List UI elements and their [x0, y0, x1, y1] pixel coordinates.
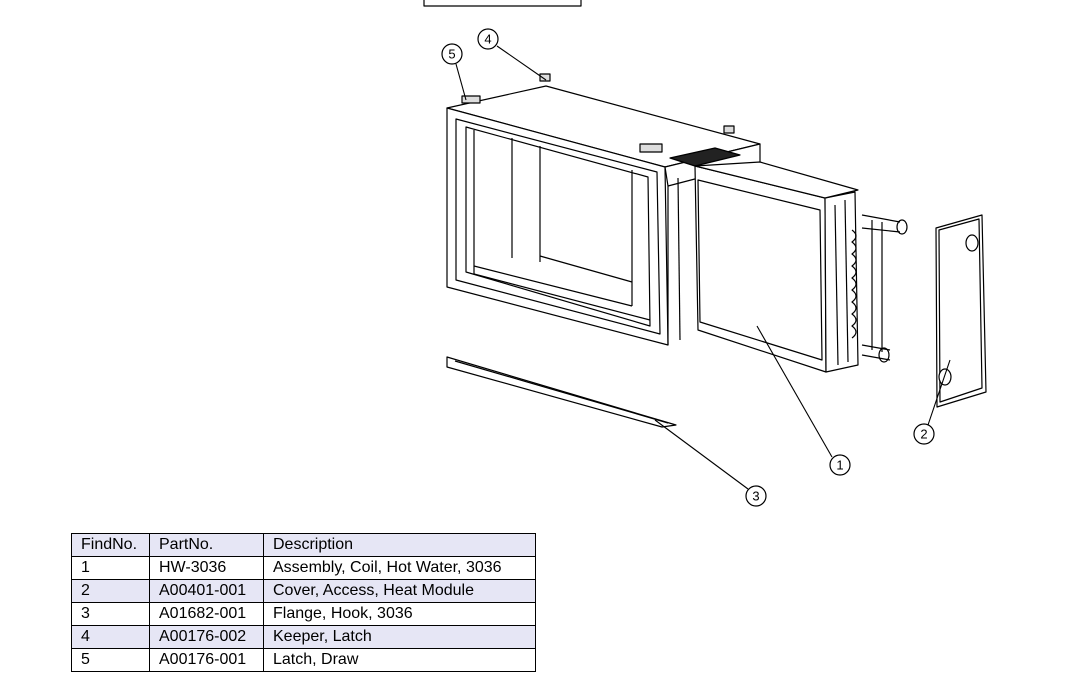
callout-4-balloon: [477, 28, 499, 50]
cell-part-no: A00176-002: [149, 625, 264, 649]
table-row: 4 A00176-002 Keeper, Latch: [71, 625, 536, 649]
cell-description: Cover, Access, Heat Module: [263, 579, 536, 603]
callout-5-label: 5: [448, 47, 455, 62]
callout-3-balloon: [745, 485, 767, 507]
header-find-no: FindNo.: [71, 533, 150, 557]
cell-find-no: 3: [71, 602, 150, 626]
cell-description: Flange, Hook, 3036: [263, 602, 536, 626]
callout-1-balloon: [829, 454, 851, 476]
cell-find-no: 2: [71, 579, 150, 603]
table-header-row: FindNo. PartNo. Description: [71, 533, 536, 557]
cell-find-no: 5: [71, 648, 150, 672]
leader-lines: [455, 45, 951, 490]
cell-description: Assembly, Coil, Hot Water, 3036: [263, 556, 536, 580]
cell-part-no: A00176-001: [149, 648, 264, 672]
exploded-view-drawing: 1 2 3 4 5: [423, 0, 987, 507]
cell-description: Keeper, Latch: [263, 625, 536, 649]
table-row: 5 A00176-001 Latch, Draw: [71, 648, 536, 672]
callout-5-balloon: [441, 43, 463, 65]
cell-part-no: A00401-001: [149, 579, 264, 603]
callout-3-label: 3: [752, 489, 759, 504]
callout-2-label: 2: [920, 427, 927, 442]
title-block-fragment: [423, 0, 582, 7]
cell-part-no: HW-3036: [149, 556, 264, 580]
access-cover: [935, 214, 987, 408]
header-description: Description: [263, 533, 536, 557]
header-part-no: PartNo.: [149, 533, 264, 557]
callout-1-label: 1: [836, 458, 843, 473]
callout-2-balloon: [913, 423, 935, 445]
cell-find-no: 4: [71, 625, 150, 649]
coil-assembly: [694, 161, 908, 373]
cell-find-no: 1: [71, 556, 150, 580]
parts-list-table: FindNo. PartNo. Description 1 HW-3036 As…: [71, 533, 536, 672]
cell-description: Latch, Draw: [263, 648, 536, 672]
table-row: 2 A00401-001 Cover, Access, Heat Module: [71, 579, 536, 603]
callout-4-label: 4: [484, 32, 491, 47]
cell-part-no: A01682-001: [149, 602, 264, 626]
table-row: 1 HW-3036 Assembly, Coil, Hot Water, 303…: [71, 556, 536, 580]
table-row: 3 A01682-001 Flange, Hook, 3036: [71, 602, 536, 626]
hook-flange: [446, 356, 677, 428]
